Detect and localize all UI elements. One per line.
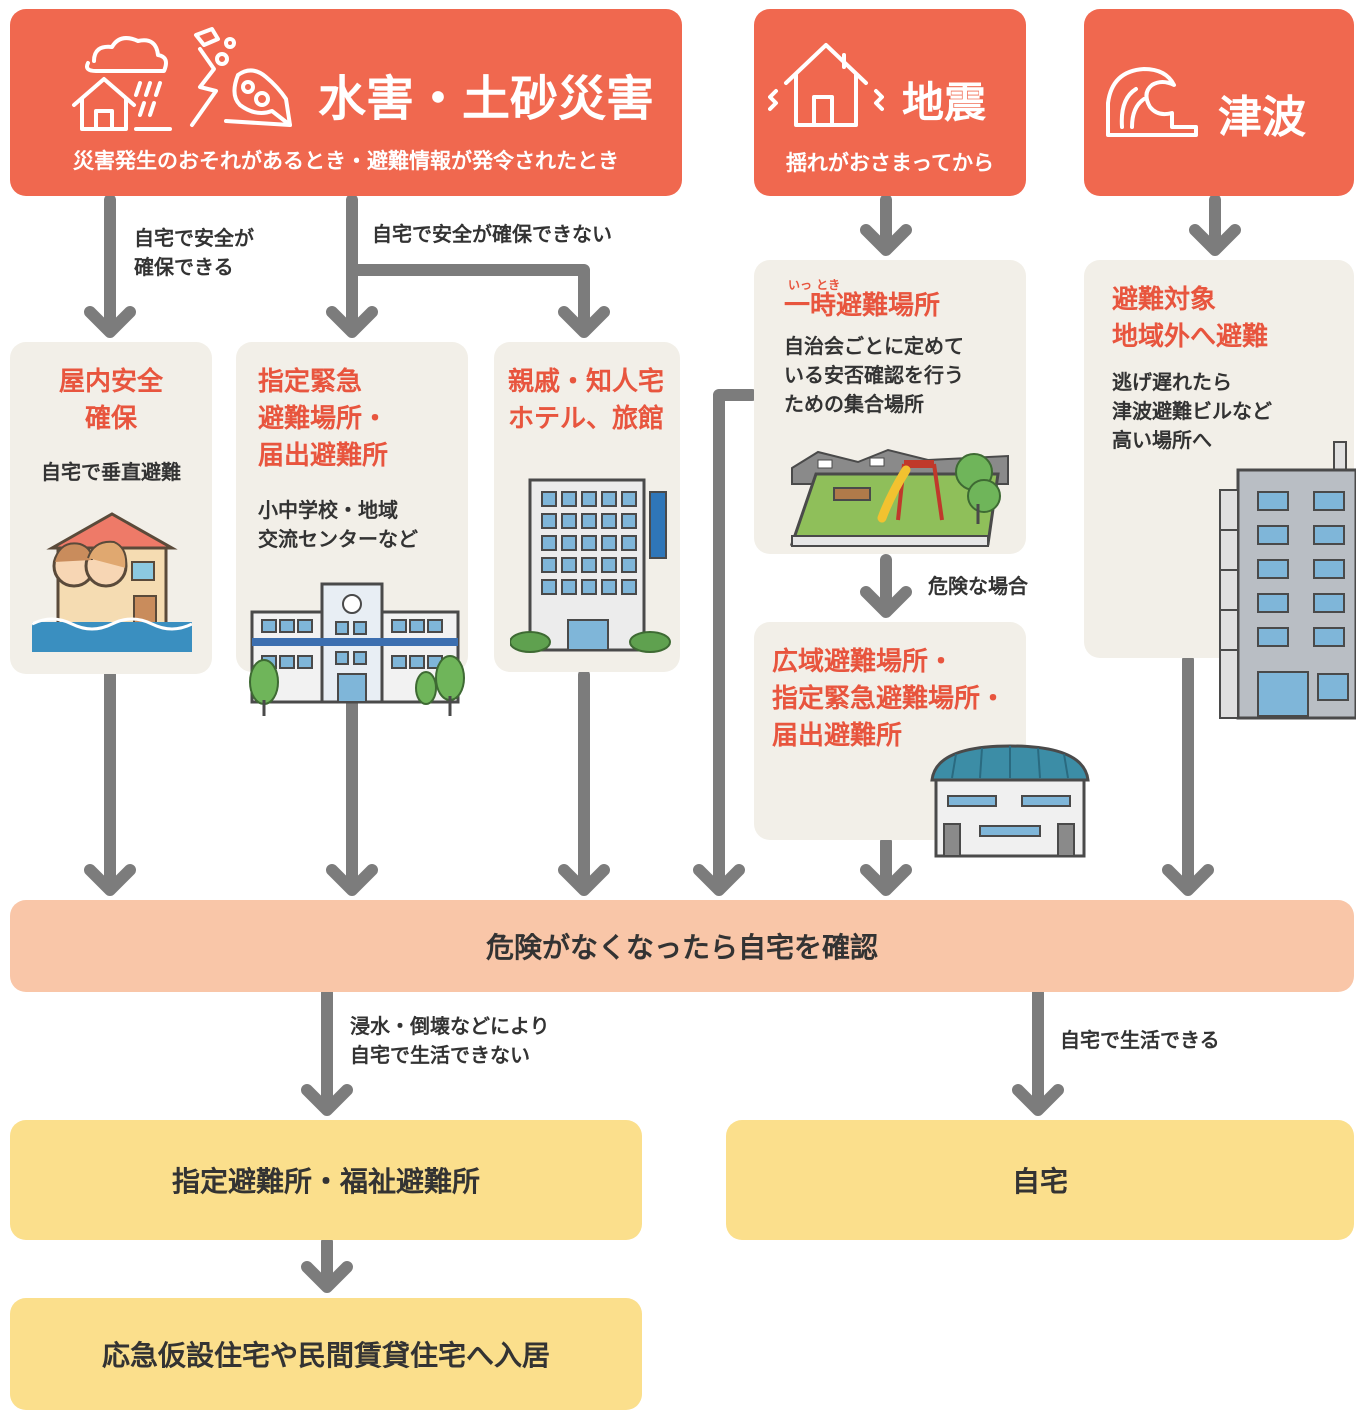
relatives-card: 親戚・知人宅 ホテル、旅館 [494,342,680,672]
temporary-desc: 自治会ごとに定めて いる安否確認を行う ための集合場所 [784,334,964,416]
quake-header: 地震 揺れがおさまってから [754,9,1026,196]
landslide-icon [190,27,292,127]
wide-title: 広域避難場所・ 指定緊急避難場所・ 届出避難所 [772,647,1007,751]
designated-desc: 小中学校・地域 交流センターなど [258,498,418,551]
tsunami-dest-desc: 逃げ遅れたら 津波避難ビルなど 高い場所へ [1112,370,1272,452]
shaking-house-icon [768,43,884,127]
indoor-desc: 自宅で垂直避難 [41,460,181,484]
tsunami-building-illustration [1219,441,1356,720]
confirm-bar: 危険がなくなったら自宅を確認 [10,900,1354,992]
edge-label-unsafe-home: 自宅で安全が確保できない [372,222,612,246]
edge-label-can-live: 自宅で生活できる [1060,1028,1220,1052]
wave-icon [1106,67,1198,137]
temporary-ruby: いっ とき [788,278,841,292]
designated-title: 指定緊急 避難場所・ 届出避難所 [258,367,389,471]
park-illustration [789,448,1009,547]
relatives-title: 親戚・知人宅 ホテル、旅館 [508,367,665,434]
edge-label-safe-home: 自宅で安全が 確保できる [134,226,254,279]
shelter-box: 指定避難所・福祉避難所 [10,1120,642,1240]
tsunami-dest-title: 避難対象 地域外へ避難 [1112,285,1269,352]
school-illustration [249,582,465,716]
temporary-card: いっ とき 一時避難場所 自治会ごとに定めて いる安否確認を行う ための集合場所 [754,260,1026,554]
housing-text: 応急仮設住宅や民間賃貸住宅へ入居 [101,1339,550,1372]
indoor-title: 屋内安全 確保 [58,367,163,434]
temporary-title: 一時避難場所 [784,291,941,321]
quake-title: 地震 [902,78,987,127]
tsunami-title: 津波 [1218,92,1306,143]
home-box: 自宅 [726,1120,1354,1240]
tsunami-header: 津波 [1084,9,1354,196]
flooded-house-illustration [32,512,192,652]
confirm-text: 危険がなくなったら自宅を確認 [485,931,878,964]
flood-subtitle: 災害発生のおそれがあるとき・避難情報が発令されたとき [73,149,619,173]
flood-title: 水害・土砂災害 [318,71,655,127]
quake-subtitle: 揺れがおさまってから [785,151,995,175]
housing-box: 応急仮設住宅や民間賃貸住宅へ入居 [10,1298,642,1410]
house-rain-icon [72,36,172,131]
home-text: 自宅 [1011,1165,1068,1198]
edge-label-cannot-live: 浸水・倒壊などにより 自宅で生活できない [350,1014,550,1067]
hotel-illustration [510,478,671,653]
gym-illustration [930,744,1090,858]
flood-header: 水害・土砂災害 災害発生のおそれがあるとき・避難情報が発令されたとき [10,9,682,196]
indoor-card: 屋内安全 確保 自宅で垂直避難 [10,342,212,674]
edge-label-danger: 危険な場合 [928,574,1028,598]
shelter-text: 指定避難所・福祉避難所 [171,1165,480,1198]
